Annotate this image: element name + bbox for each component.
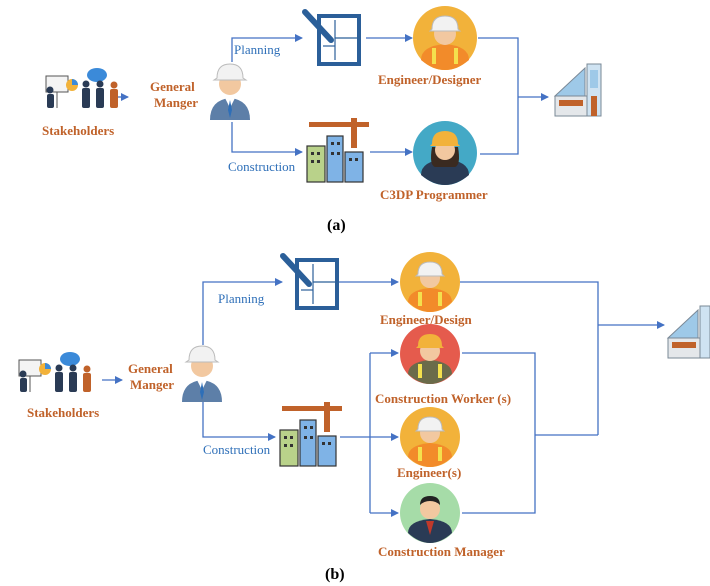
general-manager-icon	[182, 345, 222, 402]
construction-arrow-a	[231, 122, 303, 156]
stakeholders-icon	[45, 68, 118, 108]
c3dp-programmer-icon	[413, 121, 477, 185]
engineer-to-merge-line-b	[460, 281, 599, 435]
construction-label: Construction	[228, 159, 296, 174]
construction-workers-label: Construction Worker (s)	[375, 391, 512, 406]
general-manager-label-line1: General	[128, 361, 173, 376]
panel-a-connectors	[113, 34, 549, 156]
planning-label: Planning	[234, 42, 281, 57]
stakeholders-icon	[18, 352, 91, 392]
planning-arrow-a	[231, 34, 303, 62]
stakeholders-label: Stakeholders	[27, 405, 100, 420]
blueprint-icon	[280, 253, 339, 310]
blueprint-icon	[302, 9, 361, 66]
general-manager-label-line2: Manger	[130, 377, 175, 392]
general-manager-icon	[210, 63, 250, 120]
planning-arrow-b	[202, 278, 283, 345]
caption-b: (b)	[325, 566, 345, 583]
stakeholders-label: Stakeholders	[42, 123, 115, 138]
engineer-design-icon	[400, 252, 460, 312]
construction-manager-label: Construction Manager	[378, 544, 505, 559]
engineer-designer-icon	[413, 6, 477, 70]
general-manager-label-line1: General	[150, 79, 195, 94]
building-icon	[553, 63, 602, 117]
crane-city-icon	[279, 402, 342, 467]
construction-manager-icon	[400, 483, 460, 543]
construction-worker-icon	[400, 324, 460, 384]
general-manager-label-line2: Manger	[154, 95, 199, 110]
construction-arrow-b	[202, 400, 276, 441]
planning-label: Planning	[218, 291, 265, 306]
caption-a: (a)	[327, 217, 346, 234]
c3dp-programmer-label: C3DP Programmer	[380, 187, 488, 202]
building-icon	[666, 305, 710, 359]
crane-city-icon	[306, 118, 369, 183]
panel-b-connectors	[102, 278, 665, 517]
team-bus-b	[462, 352, 536, 514]
construction-label: Construction	[203, 442, 271, 457]
engineers-label: Engineer(s)	[397, 465, 462, 480]
merge-line-a	[478, 37, 519, 155]
engineers-icon	[400, 407, 460, 467]
engineer-design-label: Engineer/Design	[380, 312, 472, 327]
engineer-designer-label: Engineer/Designer	[378, 72, 482, 87]
